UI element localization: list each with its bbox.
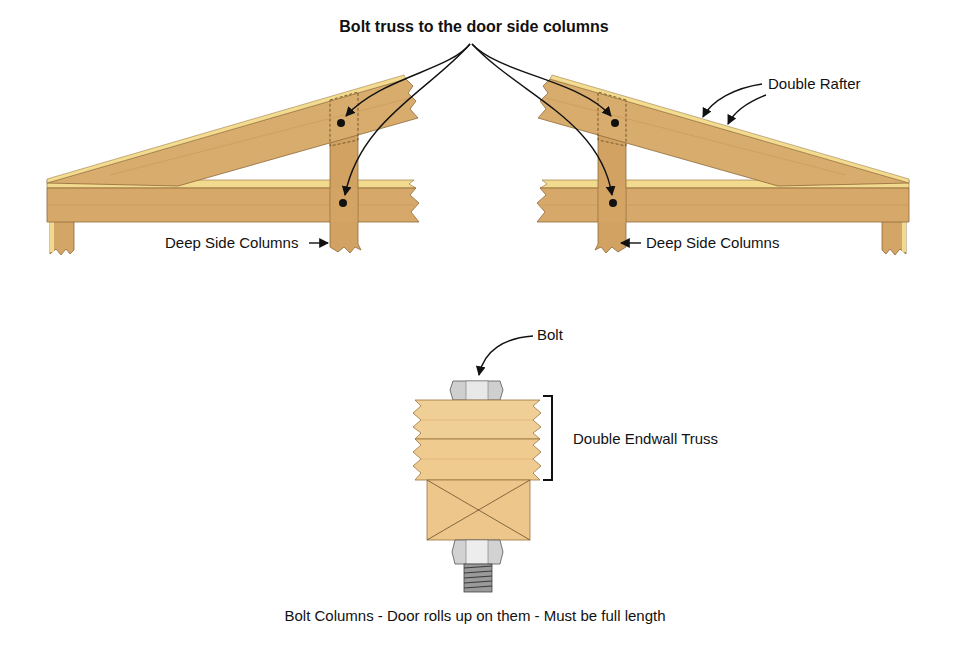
drawing-circle: [609, 199, 617, 207]
drawing-line: [421, 459, 533, 460]
drawing-rect: [427, 480, 530, 540]
drawing-path: [479, 336, 533, 375]
right-truss: [537, 75, 909, 255]
drawing-polygon: [450, 381, 503, 400]
drawing-line: [421, 420, 533, 421]
drawing-line: [427, 480, 530, 540]
drawing-circle: [611, 119, 619, 127]
drawing-line: [427, 480, 530, 540]
drawing-line: [464, 571, 492, 573]
leader-lines: [309, 44, 766, 375]
drawing-path: [472, 44, 612, 195]
part-label: Deep Side Columns: [646, 234, 779, 252]
title: Bolt truss to the door side columns: [339, 18, 608, 36]
drawing-path: [621, 242, 641, 243]
part-label: Bolt: [537, 326, 563, 344]
caption: Bolt Columns - Door rolls up on them - M…: [285, 607, 666, 625]
drawing-circle: [339, 199, 347, 207]
drawing-rect: [464, 564, 492, 592]
drawing-line: [464, 581, 492, 583]
drawing-rect: [466, 540, 488, 564]
bolt-detail: [413, 381, 541, 592]
drawing-line: [464, 566, 492, 568]
part-label: Deep Side Columns: [165, 234, 298, 252]
part-label: Double Endwall Truss: [573, 430, 718, 448]
left-truss: [47, 75, 419, 255]
drawing-line: [464, 576, 492, 578]
drawing-polygon: [413, 439, 541, 480]
drawing-polygon: [452, 540, 503, 564]
drawing-path: [728, 95, 766, 124]
drawing-circle: [337, 119, 345, 127]
drawing-path: [472, 44, 611, 116]
drawing-line: [464, 586, 492, 588]
bolt-dots: [337, 119, 619, 207]
part-label: Double Rafter: [768, 75, 861, 93]
bracket: [543, 396, 552, 480]
drawing-polygon: [413, 400, 541, 439]
drawing-g: [464, 566, 492, 588]
drawing-path: [309, 242, 328, 243]
drawing-path: [346, 44, 470, 116]
drawing-path: [345, 44, 470, 195]
drawing-rect: [466, 381, 488, 400]
